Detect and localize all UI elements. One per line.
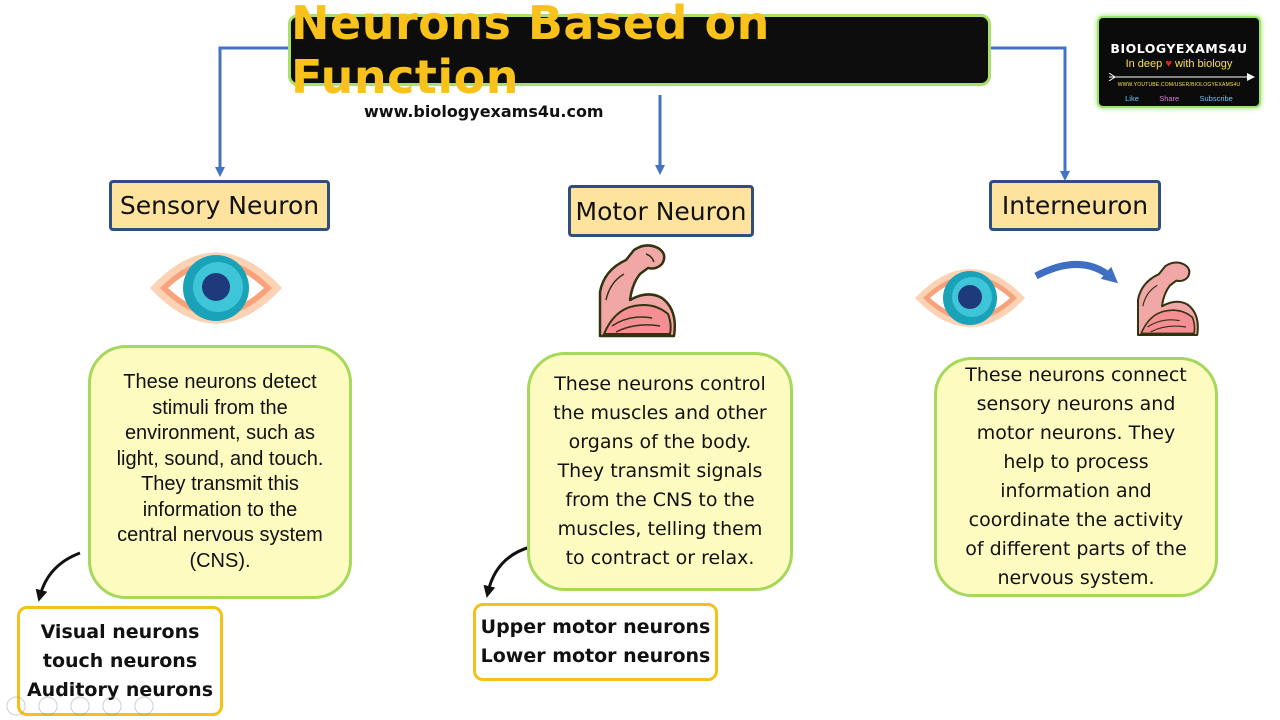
logo-actions: Like Share Subscribe (1099, 94, 1259, 103)
sensory-type-item: Visual neurons (40, 620, 200, 643)
motor-type-item: Upper motor neurons (480, 616, 711, 638)
slides-icon (102, 696, 122, 716)
sensory-types-box: Visual neurons touch neurons Auditory ne… (17, 606, 223, 716)
category-interneuron: Interneuron (989, 180, 1161, 231)
logo-name: BIOLOGYEXAMS4U (1110, 41, 1248, 56)
arrow-sensory-types (35, 551, 81, 602)
page-title: Neurons Based on Function (291, 0, 770, 104)
eye-icon (150, 252, 282, 324)
logo-arrow-icon (1108, 73, 1255, 81)
next-slide-icon (38, 696, 58, 716)
arrow-motor-types (483, 545, 531, 598)
zoom-icon (134, 696, 154, 716)
motor-description: These neurons control the muscles and ot… (527, 352, 793, 591)
logo-like: Like (1125, 94, 1139, 103)
pen-icon (70, 696, 90, 716)
sensory-description: These neurons detect stimuli from the en… (88, 345, 352, 599)
arrow-to-sensory (215, 46, 290, 177)
arrow-eye-to-muscle (1034, 261, 1119, 284)
arrow-to-interneuron (991, 46, 1070, 181)
heart-icon: ♥ (1165, 58, 1172, 70)
logo-tagline: In deep ♥ with biology (1125, 58, 1233, 70)
interneuron-arm-icon (1137, 261, 1199, 336)
motor-types-box: Upper motor neurons Lower motor neurons (473, 603, 718, 681)
interneuron-description-text: These neurons connect sensory neurons an… (965, 364, 1187, 589)
prev-slide-icon (6, 696, 26, 716)
title-banner: Neurons Based on Function (288, 0, 991, 104)
interneuron-description: These neurons connect sensory neurons an… (934, 357, 1218, 597)
flexed-arm-icon (598, 244, 676, 338)
sensory-type-item: touch neurons (42, 649, 198, 672)
category-sensory-neuron: Sensory Neuron (109, 180, 330, 231)
logo-channel-url: WWW.YOUTUBE.COM/USER/BIOLOGYEXAMS4U (1117, 82, 1241, 88)
sensory-type-item: Auditory neurons (26, 678, 214, 701)
sensory-description-text: These neurons detect stimuli from the en… (116, 371, 324, 572)
channel-logo: BIOLOGYEXAMS4U In deep ♥ with biology WW… (1097, 16, 1261, 108)
motor-type-item: Lower motor neurons (480, 645, 711, 667)
logo-subscribe: Subscribe (1199, 94, 1233, 103)
interneuron-eye-icon (915, 269, 1025, 327)
motor-description-text: These neurons control the muscles and ot… (553, 373, 767, 569)
category-motor-neuron: Motor Neuron (568, 185, 754, 237)
presentation-toolbar[interactable] (4, 694, 164, 718)
logo-share: Share (1159, 94, 1180, 103)
website-url: www.biologyexams4u.com (364, 102, 604, 121)
